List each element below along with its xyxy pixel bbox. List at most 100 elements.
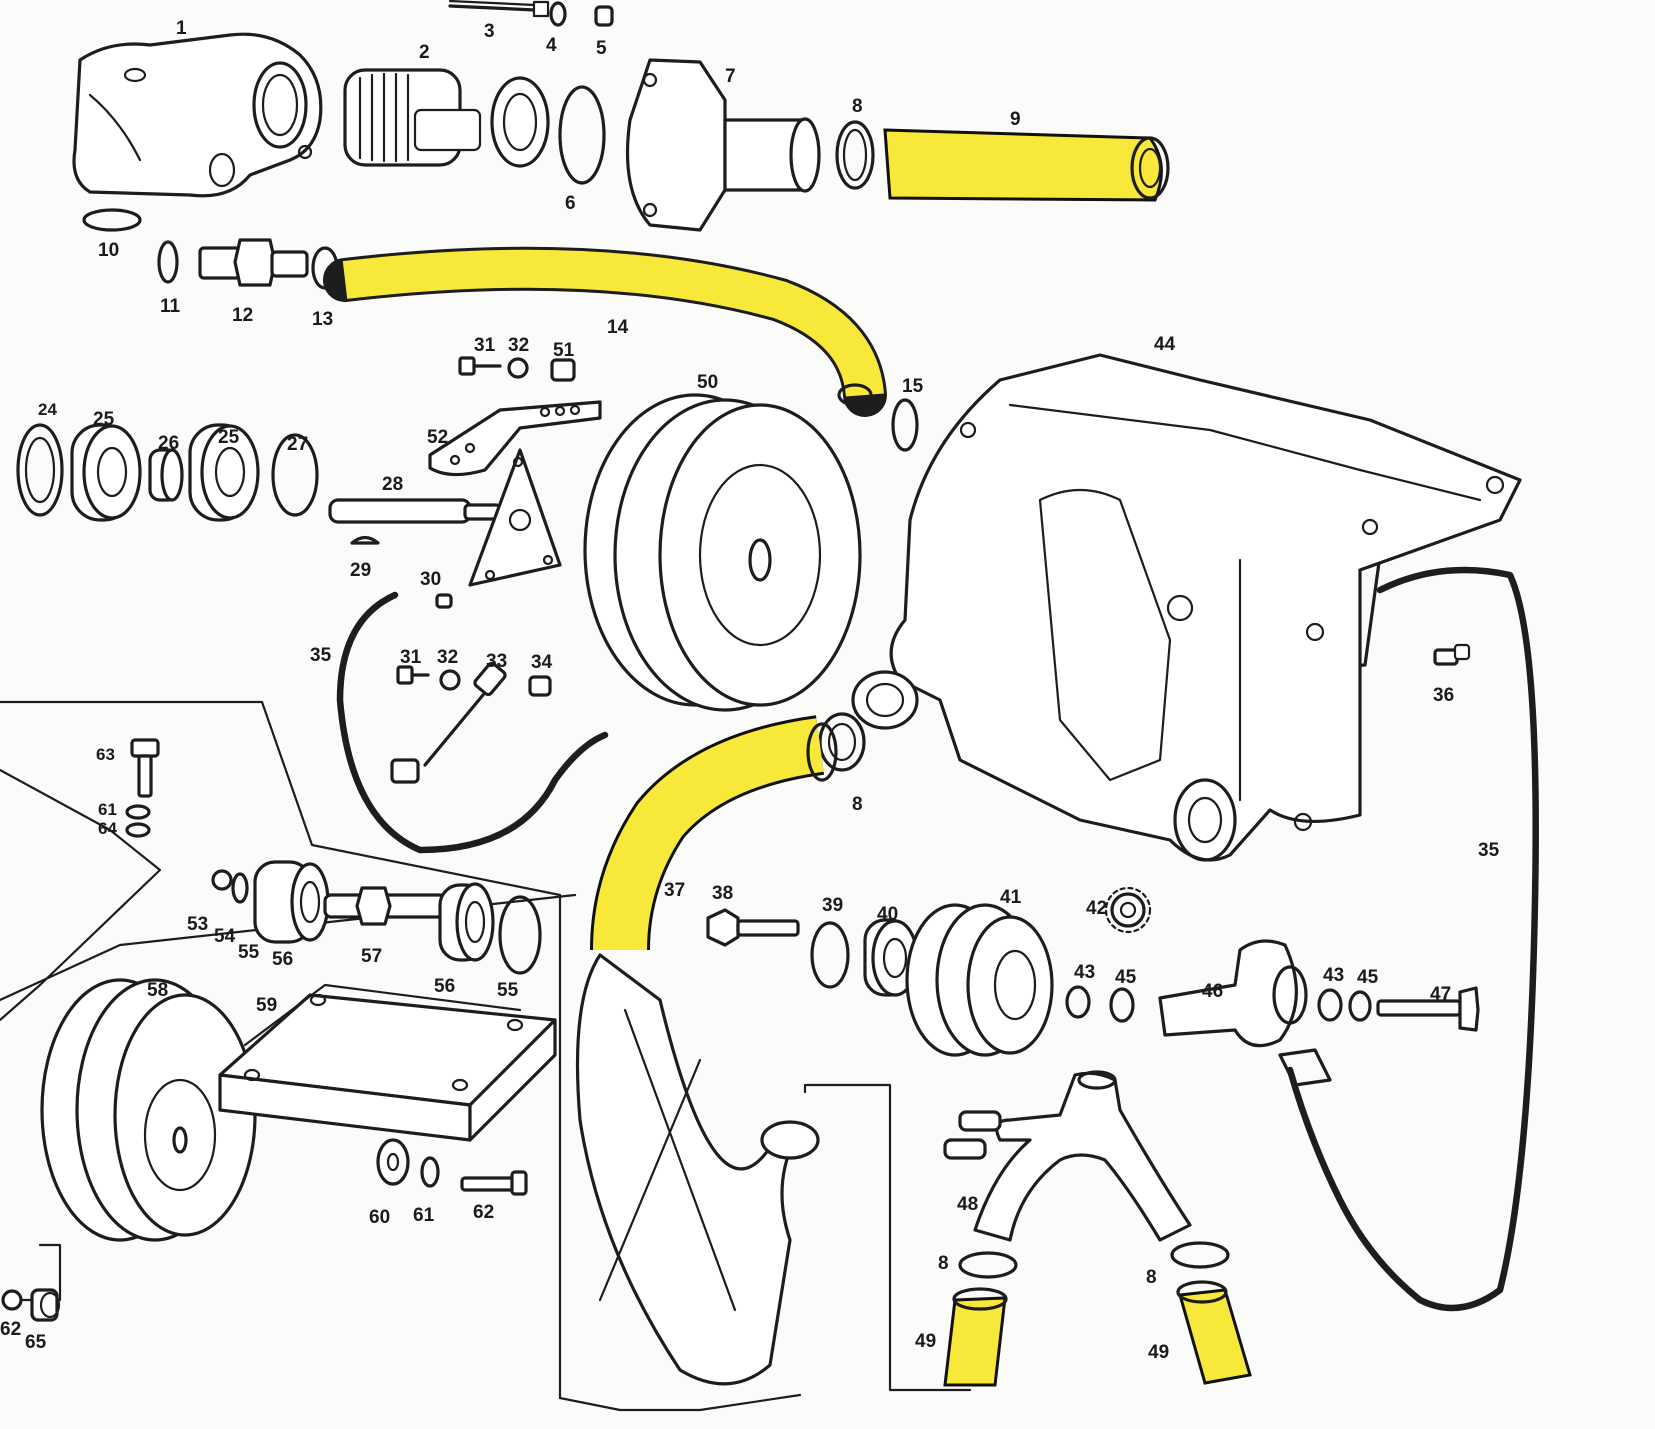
callout-15: 15 [902,376,924,397]
part-4-washer [549,1,567,27]
callout-38: 38 [712,883,733,904]
callout-31-top: 31 [474,335,496,356]
callout-55-right: 55 [497,980,519,1001]
callout-52: 52 [427,427,448,448]
callout-11: 11 [160,296,181,317]
part-38-bolt [706,908,800,947]
part-9-hose [883,128,1170,202]
callout-65: 65 [25,1332,47,1353]
part-44-main-housing [851,353,1522,862]
callout-1: 1 [176,18,187,39]
callout-56-right: 56 [434,976,455,997]
callout-3: 3 [484,21,495,42]
part-43-washer-b [1317,988,1343,1022]
part-8-hose-clamp-lower-right [1170,1241,1230,1269]
callout-10: 10 [98,240,119,261]
callout-35-right: 35 [1478,840,1500,861]
part-49-hose-right [1176,1280,1252,1385]
callout-59: 59 [256,995,277,1016]
callout-37: 37 [664,880,685,901]
part-54-washer [231,872,249,904]
callout-50: 50 [697,372,718,393]
part-41-pulley-small [905,903,1054,1057]
callout-28: 28 [382,474,403,495]
part-36-grease-nipple [1433,643,1471,666]
callout-60: 60 [369,1207,390,1228]
callout-62-edge: 62 [0,1319,21,1340]
part-50-pulley [583,393,862,712]
callout-64: 64 [98,819,117,838]
callout-56-left: 56 [272,949,293,970]
part-11-washer [157,240,179,284]
part-45-washer-a [1109,987,1135,1023]
part-3-bolt [448,0,550,18]
callout-54: 54 [214,926,236,947]
part-2-thermostat [343,68,550,168]
part-35-belt-left [336,591,609,854]
part-59-mount-plate [218,983,557,1142]
callout-8-top: 8 [852,96,863,117]
callout-41: 41 [1000,887,1022,908]
part-61-lockwasher-b [125,804,151,820]
part-57-shaft [323,886,447,926]
part-33-adjuster-link [390,661,507,784]
part-51-nut [550,358,576,382]
callout-8-lower-right: 8 [1146,1267,1157,1288]
part-60-washer [376,1138,410,1186]
callout-62-lower: 62 [473,1202,494,1223]
part-27-circlip [271,433,319,517]
callout-42: 42 [1086,898,1107,919]
callout-8-lower-left: 8 [938,1253,949,1274]
part-32-washer-lower [439,669,461,691]
part-31-bolt-top [458,356,502,376]
callout-53: 53 [187,914,208,935]
part-49-hose-left [943,1287,1008,1387]
part-37-hose [590,715,838,951]
part-46-tensioner-arm [1158,939,1308,1048]
part-56-bearing-right [438,882,495,962]
callout-32-lower: 32 [437,647,458,668]
part-14-hose [323,246,887,417]
callout-39: 39 [822,895,843,916]
callout-33: 33 [486,651,507,672]
part-58-pulley-lower [40,978,257,1242]
engine-block-outline [0,700,972,1412]
callout-44: 44 [1154,334,1176,355]
callout-13: 13 [312,309,333,330]
callout-27: 27 [287,434,308,455]
callout-36: 36 [1433,685,1454,706]
part-48-y-pipe [943,1070,1192,1242]
callout-34: 34 [531,652,553,673]
callout-30: 30 [420,569,441,590]
part-39-circlip [810,921,850,989]
part-45-washer-b [1348,990,1372,1022]
callout-29: 29 [350,560,371,581]
callout-58: 58 [147,980,168,1001]
part-55-circlip-right [498,895,542,975]
part-42-gear [1104,886,1152,934]
part-34-nut [528,675,552,697]
callout-9: 9 [1010,109,1021,130]
part-31-bolt-lower [396,665,430,685]
part-25-bearing-left [70,423,142,522]
callout-31-lower: 31 [400,647,422,668]
part-28-flange [468,448,562,587]
part-29-key [350,535,380,545]
part-28-shaft [328,498,502,524]
part-52-bracket [428,400,602,477]
part-10-gasket [82,208,142,232]
callout-4: 4 [546,35,557,56]
part-53-nut [211,869,233,891]
callout-61-upper: 61 [98,800,117,819]
coolant-pipe [575,953,820,1386]
part-1-housing [72,32,323,198]
callout-45-right: 45 [1357,967,1379,988]
part-62-bolt-a [460,1170,528,1196]
part-25-bearing-right [188,423,260,522]
callout-8-mid: 8 [852,794,863,815]
part-62-nut-b [1,1289,23,1311]
part-30-screw [435,593,453,609]
part-15-o-ring [891,398,919,452]
part-26-spacer [148,448,184,502]
